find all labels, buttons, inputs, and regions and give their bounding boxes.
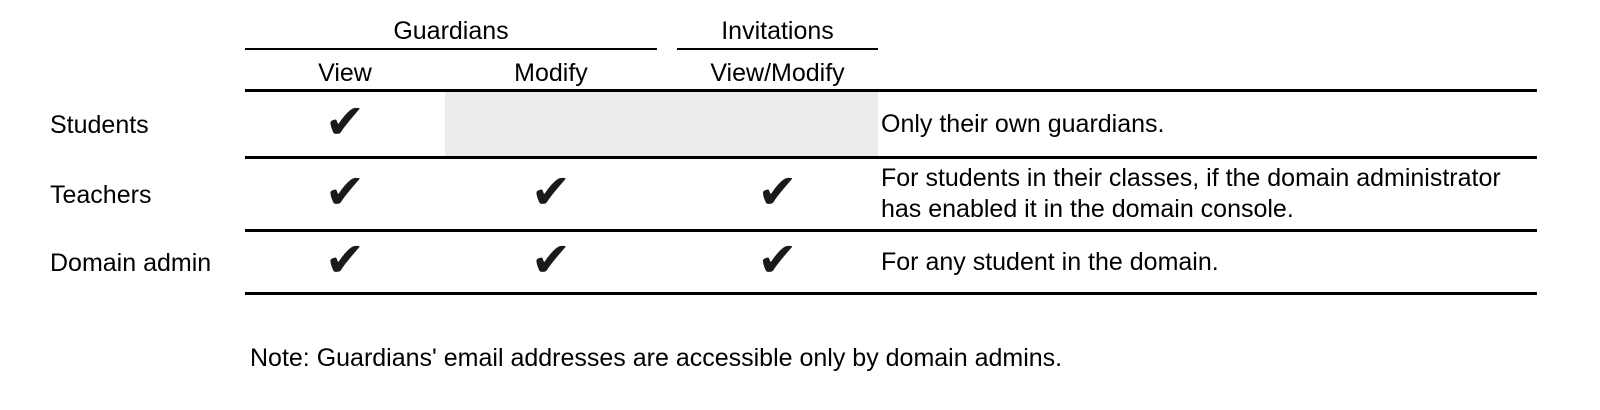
footnote: Note: Guardians' email addresses are acc… bbox=[250, 344, 1063, 372]
domain-admin-note-text: For any student in the domain. bbox=[881, 247, 1219, 276]
checkmark-icon: ✔ bbox=[324, 94, 366, 150]
cell-teachers-invitations-view-modify: ✔ bbox=[677, 159, 878, 232]
cell-domain-admin-guardians-view: ✔ bbox=[245, 232, 445, 295]
row-label-students: Students bbox=[0, 92, 245, 159]
cell-domain-admin-invitations-view-modify: ✔ bbox=[677, 232, 878, 295]
column-group-invitations-label: Invitations bbox=[721, 17, 834, 45]
cell-students-note: Only their own guardians. bbox=[878, 92, 1537, 159]
column-header-view-modify-label: View/Modify bbox=[710, 59, 845, 87]
students-note-text: Only their own guardians. bbox=[881, 109, 1165, 138]
checkmark-icon: ✔ bbox=[530, 164, 572, 220]
domain-admin-gap bbox=[657, 232, 677, 295]
checkmark-icon: ✔ bbox=[324, 232, 366, 288]
cell-teachers-guardians-modify: ✔ bbox=[445, 159, 657, 232]
cell-domain-admin-note: For any student in the domain. bbox=[878, 232, 1537, 295]
checkmark-icon: ✔ bbox=[757, 232, 798, 288]
column-group-guardians-label: Guardians bbox=[393, 17, 509, 45]
row-label-domain-admin-text: Domain admin bbox=[50, 249, 212, 277]
cell-teachers-guardians-view: ✔ bbox=[245, 159, 445, 232]
cell-teachers-note: For students in their classes, if the do… bbox=[878, 159, 1537, 232]
cell-domain-admin-guardians-modify: ✔ bbox=[445, 232, 657, 295]
permissions-table: Guardians Invitations View Modify View/M… bbox=[0, 0, 1537, 295]
teachers-note-text: For students in their classes, if the do… bbox=[881, 164, 1501, 223]
checkmark-icon: ✔ bbox=[324, 164, 366, 220]
column-header-view-modify: View/Modify bbox=[677, 50, 878, 92]
column-header-view-label: View bbox=[318, 59, 372, 87]
column-group-guardians: Guardians bbox=[245, 0, 657, 50]
column-header-modify-label: Modify bbox=[514, 59, 588, 87]
subheader-label-spacer bbox=[0, 50, 245, 92]
checkmark-icon: ✔ bbox=[530, 232, 572, 288]
group-gap-spacer bbox=[657, 0, 677, 50]
subheader-gap bbox=[657, 50, 677, 92]
cell-students-guardians-view: ✔ bbox=[245, 92, 445, 159]
row-label-teachers-text: Teachers bbox=[50, 181, 152, 209]
row-label-students-text: Students bbox=[50, 111, 149, 139]
teachers-gap bbox=[657, 159, 677, 232]
checkmark-icon: ✔ bbox=[757, 164, 798, 220]
column-group-invitations: Invitations bbox=[677, 0, 878, 50]
notes-header-spacer bbox=[878, 0, 1537, 50]
column-header-view: View bbox=[245, 50, 445, 92]
corner-spacer bbox=[0, 0, 245, 50]
subheader-notes-spacer bbox=[878, 50, 1537, 92]
row-label-domain-admin: Domain admin bbox=[0, 232, 245, 295]
column-header-modify: Modify bbox=[445, 50, 657, 92]
cell-students-no-permission bbox=[445, 92, 878, 159]
row-label-teachers: Teachers bbox=[0, 159, 245, 232]
